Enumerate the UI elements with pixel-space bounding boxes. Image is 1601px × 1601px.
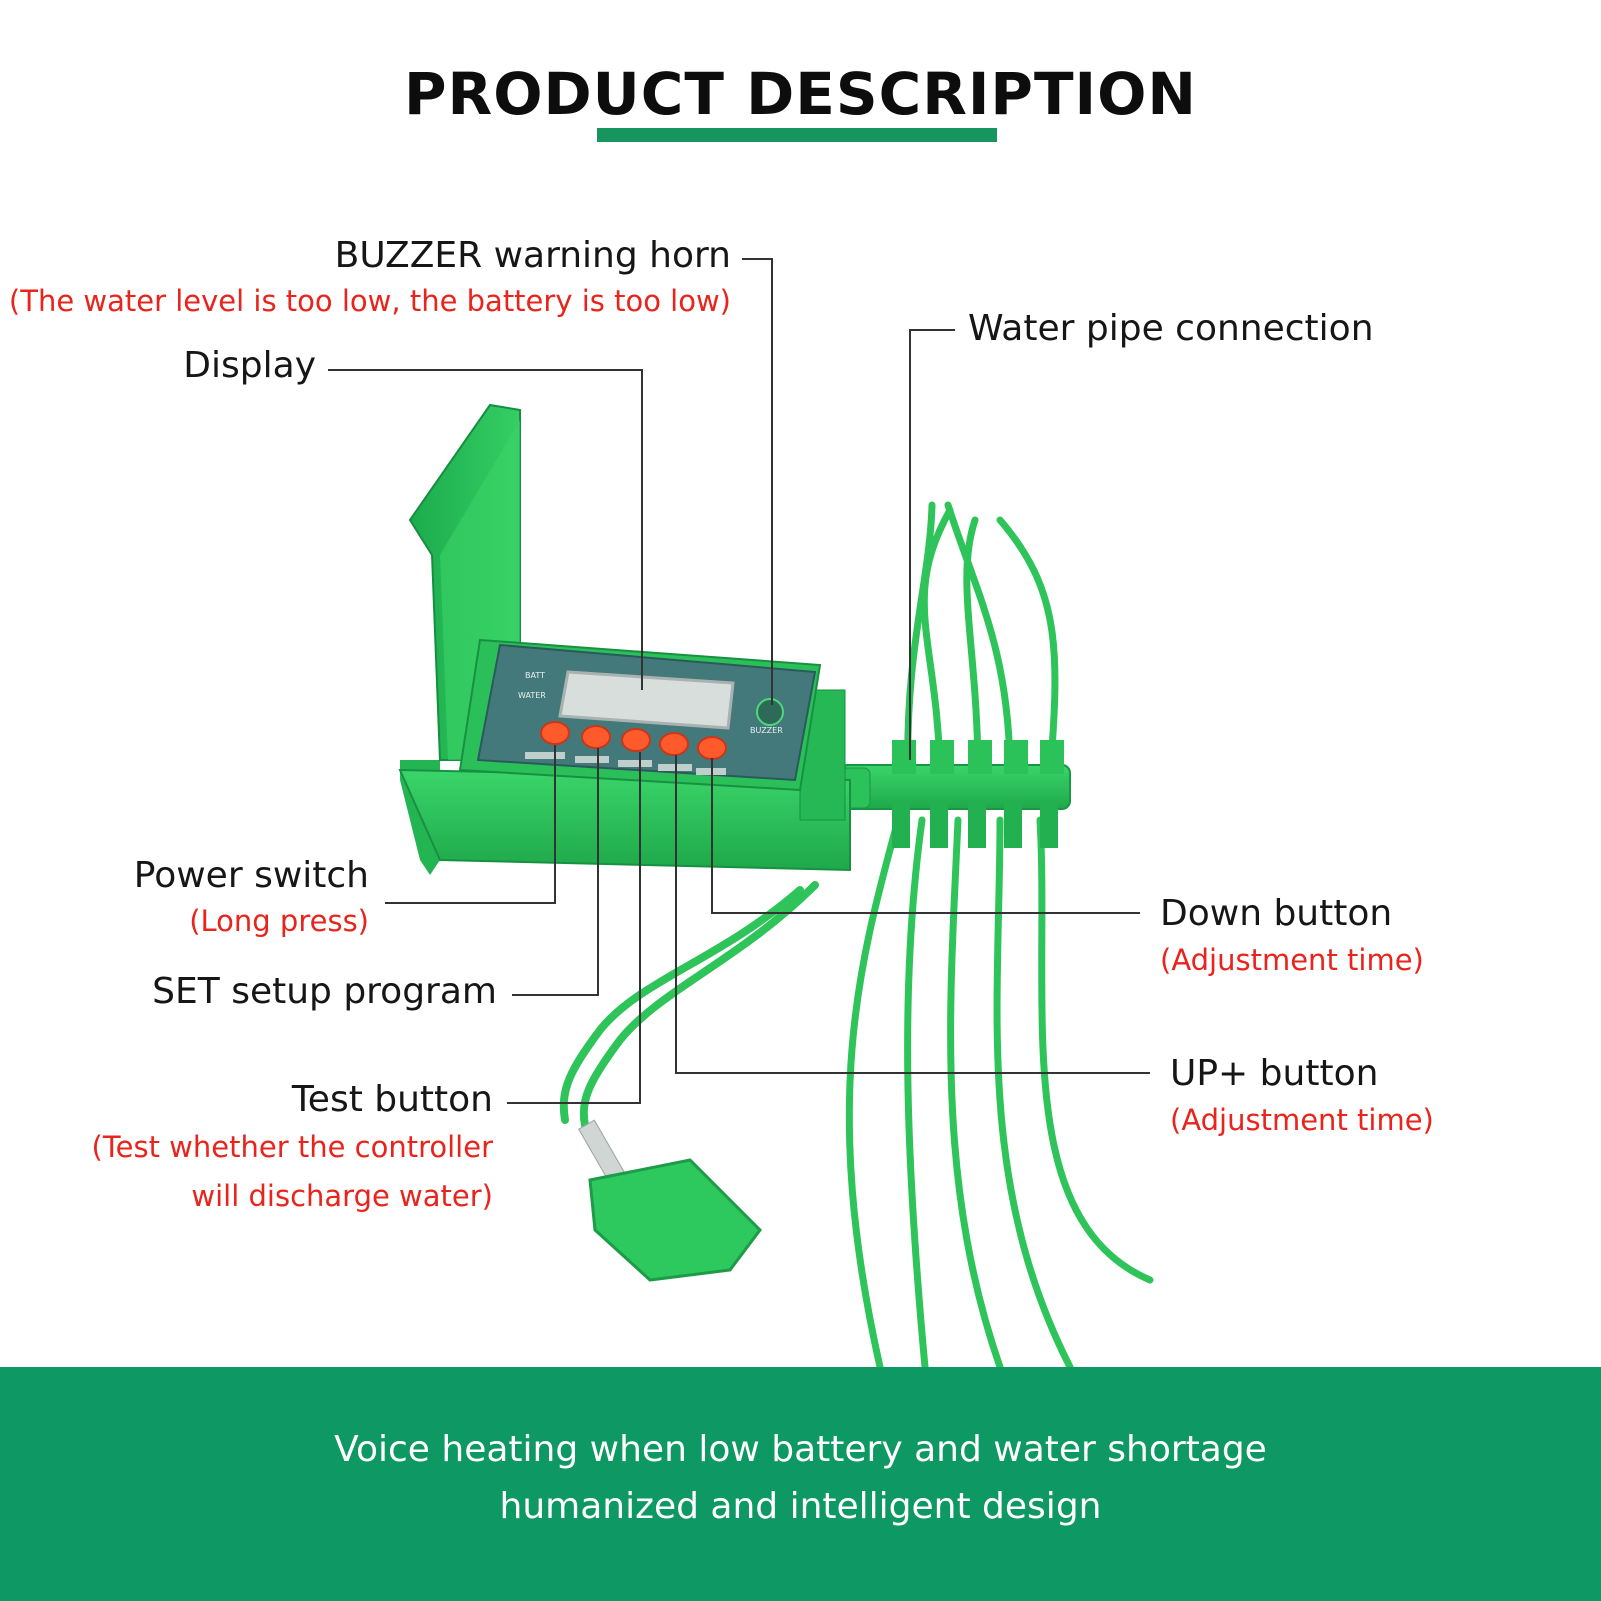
footer-line-2: humanized and intelligent design — [499, 1486, 1102, 1527]
panel-batt-text: BATT — [525, 671, 545, 680]
upper-hoses — [904, 501, 1059, 779]
label-up: UP+ button — [1170, 1053, 1379, 1094]
footer-banner: Voice heating when low battery and water… — [0, 1367, 1601, 1601]
product-illustration: BATT WATER BUZZER — [328, 258, 1154, 1367]
page-title: PRODUCT DESCRIPTION — [404, 60, 1197, 128]
controller-body: BATT WATER BUZZER — [398, 403, 851, 875]
label-buzzer-note: (The water level is too low, the battery… — [8, 284, 731, 318]
label-power-note: (Long press) — [189, 904, 369, 938]
label-power-switch: Power switch — [133, 855, 369, 896]
label-test-note-1: (Test whether the controller — [91, 1130, 493, 1164]
label-buzzer: BUZZER warning horn — [334, 235, 731, 276]
label-test: Test button — [291, 1079, 493, 1120]
label-display: Display — [183, 345, 316, 386]
panel-water-text: WATER — [518, 691, 546, 700]
label-water-pipe: Water pipe connection — [968, 308, 1374, 349]
title-container: PRODUCT DESCRIPTION — [0, 60, 1601, 128]
intake-hose — [559, 881, 819, 1129]
leader-lines — [328, 258, 1150, 1104]
label-down-note: (Adjustment time) — [1160, 943, 1424, 977]
footer-line-1: Voice heating when low battery and water… — [334, 1429, 1267, 1470]
title-underline-bar — [597, 128, 997, 142]
label-up-note: (Adjustment time) — [1170, 1103, 1434, 1137]
buzzer-grille — [756, 698, 784, 726]
panel-buttons — [540, 721, 727, 760]
lcd-screen — [558, 670, 735, 730]
water-filter — [588, 1158, 762, 1282]
label-test-note-2: will discharge water) — [191, 1179, 493, 1213]
lower-hoses — [845, 816, 1154, 1367]
panel-buzzer-text: BUZZER — [750, 726, 783, 735]
label-set: SET setup program — [152, 971, 497, 1012]
label-down: Down button — [1160, 893, 1393, 934]
manifold — [829, 740, 1071, 848]
